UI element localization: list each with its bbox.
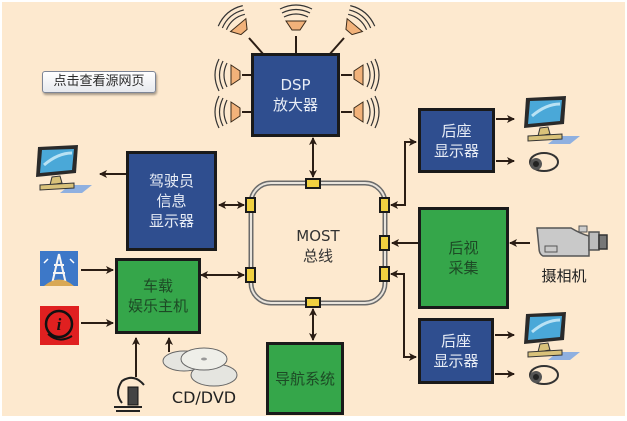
rear-display-bottom-line2: 显示器 xyxy=(433,352,479,370)
cd-dvd-icon xyxy=(162,347,238,387)
driver-display-line2: 信息 xyxy=(156,192,187,210)
ring-connector-bottom xyxy=(305,297,321,308)
monitor-icon-driver xyxy=(36,145,92,193)
radio-antenna-icon xyxy=(40,251,78,286)
ring-connector-right-3 xyxy=(379,266,390,282)
most-bus-line2: 总线 xyxy=(302,247,333,265)
svg-text:i: i xyxy=(57,315,62,334)
driver-display-line3: 显示器 xyxy=(148,212,194,230)
rear-view-line1: 后视 xyxy=(448,239,479,257)
most-bus-label: MOST 总线 xyxy=(288,226,348,266)
ring-connector-left-lower xyxy=(245,267,256,283)
rear-seat-display-top-node: 后座 显示器 xyxy=(418,108,495,173)
arrow-bus-rear-display-bottom xyxy=(390,270,417,361)
head-unit-line2: 娱乐主机 xyxy=(127,297,188,315)
info-icon: i xyxy=(40,306,79,345)
head-unit-line1: 车载 xyxy=(142,277,173,295)
camera-label: 摄相机 xyxy=(541,267,587,285)
diagram-canvas: i 点击查看源网页 DSP 放大器 驾驶员 xyxy=(2,2,625,416)
speaker-icon-top-left xyxy=(217,5,248,36)
navigation-label: 导航系统 xyxy=(274,369,335,388)
ring-connector-left-upper xyxy=(245,197,256,213)
speaker-icon-left-lower xyxy=(214,95,241,129)
driver-display-line1: 驾驶员 xyxy=(148,172,194,190)
rear-display-top-line1: 后座 xyxy=(441,121,472,140)
dsp-label-line2: 放大器 xyxy=(272,96,318,114)
monitor-icon-rear-top xyxy=(524,96,580,144)
dsp-amplifier-node: DSP 放大器 xyxy=(251,53,340,137)
speaker-icon-left-upper xyxy=(214,58,241,92)
driver-info-display-node: 驾驶员 信息 显示器 xyxy=(126,151,217,251)
speaker-icon-top-right xyxy=(345,5,376,36)
rear-view-line2: 采集 xyxy=(448,259,479,277)
ring-connector-right-1 xyxy=(379,197,390,213)
headphones-icon-rear-bottom xyxy=(529,365,559,385)
speaker-icon-right-lower xyxy=(353,95,380,129)
rear-display-bottom-line1: 后座 xyxy=(440,332,471,350)
arrow-bus-rear-display-top xyxy=(390,138,417,209)
speaker-icon-right-upper xyxy=(353,58,380,92)
infotainment-head-unit-node: 车载 娱乐主机 xyxy=(115,258,201,334)
ring-connector-top xyxy=(305,178,321,189)
navigation-system-node: 导航系统 xyxy=(266,342,344,415)
rear-seat-display-bottom-node: 后座 显示器 xyxy=(418,318,494,384)
ring-connector-right-2 xyxy=(379,235,390,251)
video-camera-icon xyxy=(536,225,608,257)
diagram-wires: i xyxy=(36,4,608,412)
speaker-icon-top xyxy=(279,4,313,31)
rear-display-top-line2: 显示器 xyxy=(433,141,479,160)
cd-dvd-label: CD/DVD xyxy=(171,388,237,407)
monitor-icon-rear-bottom xyxy=(524,312,580,360)
view-source-page-button[interactable]: 点击查看源网页 xyxy=(42,71,156,93)
rear-view-capture-node: 后视 采集 xyxy=(418,207,509,309)
most-bus-line1: MOST xyxy=(296,227,340,245)
dsp-label-line1: DSP xyxy=(280,76,311,94)
headphones-icon-rear-top xyxy=(529,152,559,172)
mobile-phone-icon xyxy=(114,376,145,412)
